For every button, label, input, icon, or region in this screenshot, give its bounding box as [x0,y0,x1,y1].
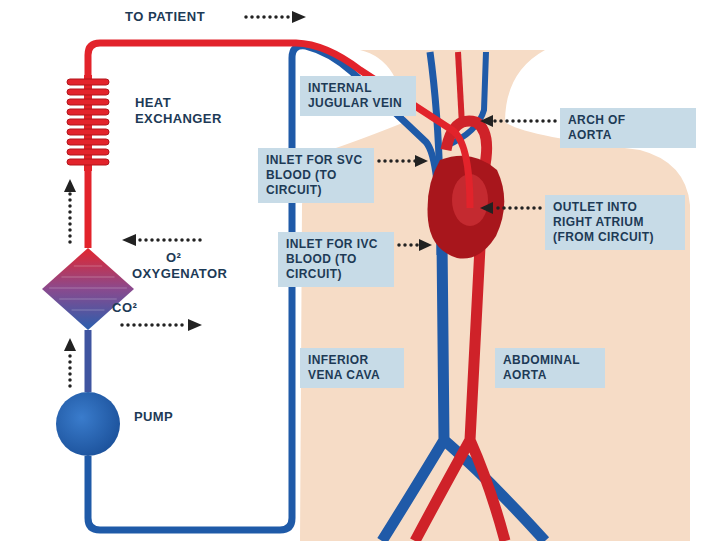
oxygenator-fin [72,310,105,311]
oxygenator-body [42,248,134,330]
tube-connector [64,330,88,392]
hx-coil [67,89,109,95]
leader-line [399,243,420,247]
heat-exchanger: HEAT EXCHANGER [65,75,111,171]
box-label: INLET FOR IVC BLOOD (TO CIRCUIT) [286,237,386,282]
hx-coil [67,99,109,105]
aorta [415,121,505,541]
venous-tube [88,46,440,530]
arrowhead [64,338,76,351]
part-label: OXYGENATOR [132,266,282,282]
tube [85,330,92,392]
gas-arrow [138,238,200,242]
label-box: ARCH OF AORTA [560,108,696,148]
hx-coil [67,159,109,165]
pump-circle: PUMP [56,392,120,456]
dia-shape [42,248,134,330]
oxygenator-diamond: OXYGENATOR [42,248,134,330]
carotid-artery [458,52,462,125]
label-box: INLET FOR SVC BLOOD (TO CIRCUIT) [258,148,374,203]
leader-line [492,206,540,210]
hx-coil [67,139,109,145]
arterial-tube [88,43,470,208]
arrowhead [122,234,136,246]
part-label: PUMP [134,409,214,425]
gas-arrow [122,323,186,327]
label-box: INLET FOR IVC BLOOD (TO CIRCUIT) [278,232,394,287]
pump-shape [56,392,120,456]
arrowhead [480,115,493,127]
box-label: INLET FOR SVC BLOOD (TO CIRCUIT) [266,153,366,198]
arrowhead [419,239,432,251]
hx-shape [65,75,111,171]
hx-coil [67,79,109,85]
arrowhead [188,319,202,331]
hx-coil [67,149,109,155]
hx-coil [67,119,109,125]
box-label: INTERNAL JUGULAR VEIN [308,81,408,111]
arrowhead [292,11,306,23]
flow-arrow [68,350,72,386]
hx-coil [67,109,109,115]
oxygenator-fin [74,266,102,267]
hx-coil [67,129,109,135]
tube [85,171,92,248]
label-box: INTERNAL JUGULAR VEIN [300,76,416,116]
flow-arrow [68,191,72,242]
gas-label: CO² [112,300,137,315]
oxygenator-fin [61,277,114,278]
label-box: OUTLET INTO RIGHT ATRIUM (FROM CIRCUIT) [545,195,685,250]
pump-body [56,392,120,456]
leader-line [492,119,555,123]
box-label: OUTLET INTO RIGHT ATRIUM (FROM CIRCUIT) [553,200,677,245]
flow-label: TO PATIENT [125,9,205,24]
leader-line [379,159,416,163]
gas-label: O² [166,250,181,265]
tube-connector [64,171,88,248]
part-label: HEAT EXCHANGER [135,95,245,128]
oxygenator-fin [59,299,117,300]
arrowhead [64,179,76,192]
arrowhead [415,155,428,167]
label-box: INFERIOR VENA CAVA [300,348,404,388]
label-box: ABDOMINAL AORTA [495,348,605,388]
arrowhead [480,202,493,214]
vena-cava [382,240,545,541]
box-label: INFERIOR VENA CAVA [308,353,396,383]
box-label: ABDOMINAL AORTA [503,353,597,383]
box-label: ARCH OF AORTA [568,113,648,143]
flow-arrow [246,15,292,19]
oxygenator-fin [49,288,127,289]
